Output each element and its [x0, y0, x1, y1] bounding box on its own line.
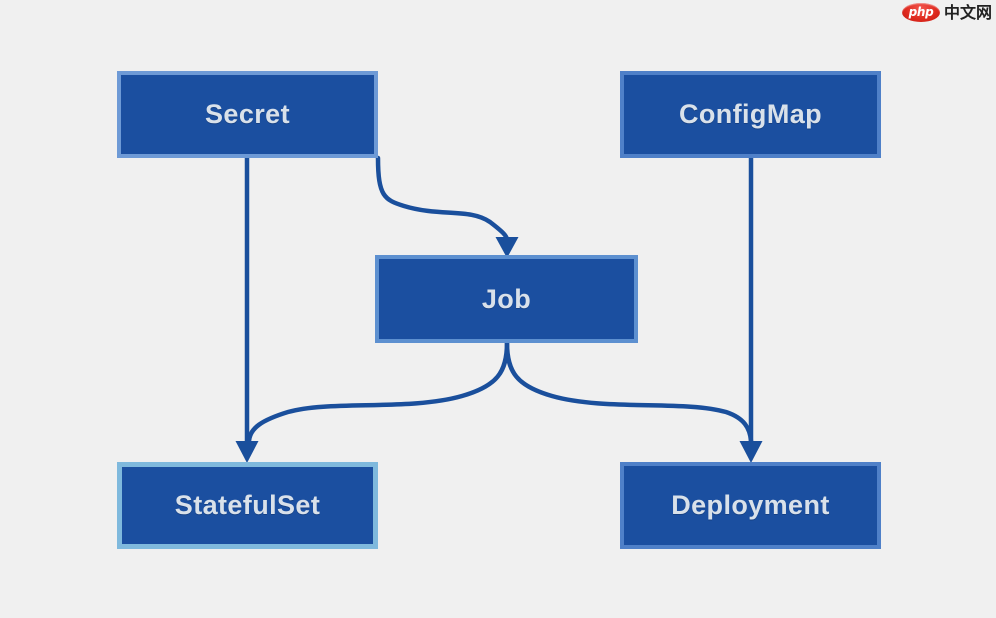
- edge-configmap-to-deployment: [739, 158, 763, 463]
- watermark: php 中文网: [901, 1, 992, 23]
- edge-job-to-statefulset: [246, 340, 510, 444]
- edge-job-to-deployment: [504, 340, 754, 444]
- node-configmap-label: ConfigMap: [678, 99, 823, 129]
- node-job[interactable]: Job: [375, 255, 638, 343]
- watermark-text: 中文网: [943, 2, 992, 22]
- node-statefulset-label: StatefulSet: [174, 490, 321, 520]
- node-deployment-label: Deployment: [671, 490, 830, 520]
- node-statefulset[interactable]: StatefulSet: [117, 462, 378, 549]
- node-configmap[interactable]: ConfigMap: [620, 71, 881, 158]
- node-deployment[interactable]: Deployment: [620, 462, 881, 549]
- edge-secret-to-statefulset: [235, 158, 259, 463]
- php-logo-icon: php: [901, 2, 940, 22]
- edge-secret-to-job: [375, 155, 519, 258]
- node-secret-label: Secret: [205, 99, 290, 129]
- node-job-label: Job: [481, 283, 532, 314]
- node-secret[interactable]: Secret: [117, 71, 378, 158]
